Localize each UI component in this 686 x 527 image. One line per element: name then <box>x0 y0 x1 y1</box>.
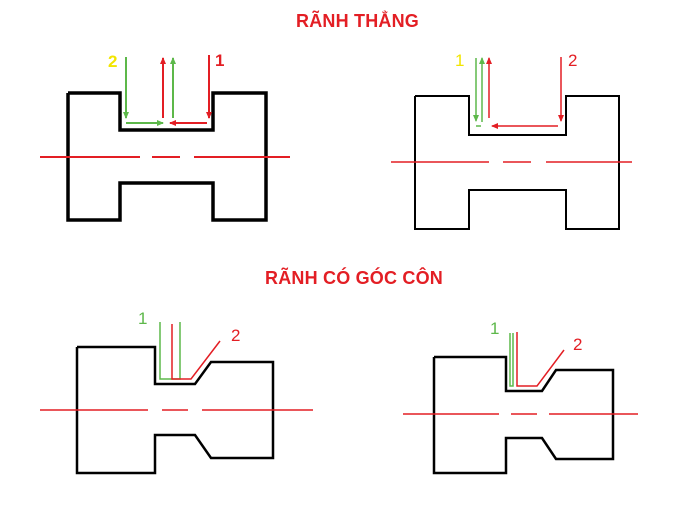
pass-label: 1 <box>215 51 224 70</box>
tool-pass-2-red <box>486 57 564 129</box>
tool-pass-2-red <box>171 324 221 380</box>
pass-label: 2 <box>108 52 117 71</box>
figure-tapered-groove-left: 1 2 <box>40 309 313 475</box>
part-outline <box>432 355 615 475</box>
figure-straight-groove-thin: 1 2 <box>391 51 632 230</box>
pass-label: 2 <box>231 326 240 345</box>
pass-label: 1 <box>138 309 147 328</box>
part-outline <box>66 91 268 222</box>
title-straight-groove: RÃNH THẲNG <box>296 11 419 31</box>
pass-label: 1 <box>490 319 499 338</box>
tool-pass-1-green <box>509 333 514 387</box>
pass-label: 2 <box>568 51 577 70</box>
tool-pass-2-red <box>516 332 565 387</box>
tool-pass-2-green <box>123 57 176 126</box>
part-outline <box>414 95 620 230</box>
tool-pass-1-red <box>160 55 212 126</box>
pass-label: 2 <box>573 335 582 354</box>
figure-straight-groove-thick: 2 1 <box>40 51 290 222</box>
pass-label: 1 <box>455 51 464 70</box>
tool-pass-1-green <box>159 322 181 380</box>
tool-pass-1-green <box>473 57 485 127</box>
figure-tapered-groove-right: 1 2 <box>403 319 638 475</box>
part-outline <box>75 345 275 475</box>
title-tapered-groove: RÃNH CÓ GÓC CÔN <box>265 268 443 288</box>
